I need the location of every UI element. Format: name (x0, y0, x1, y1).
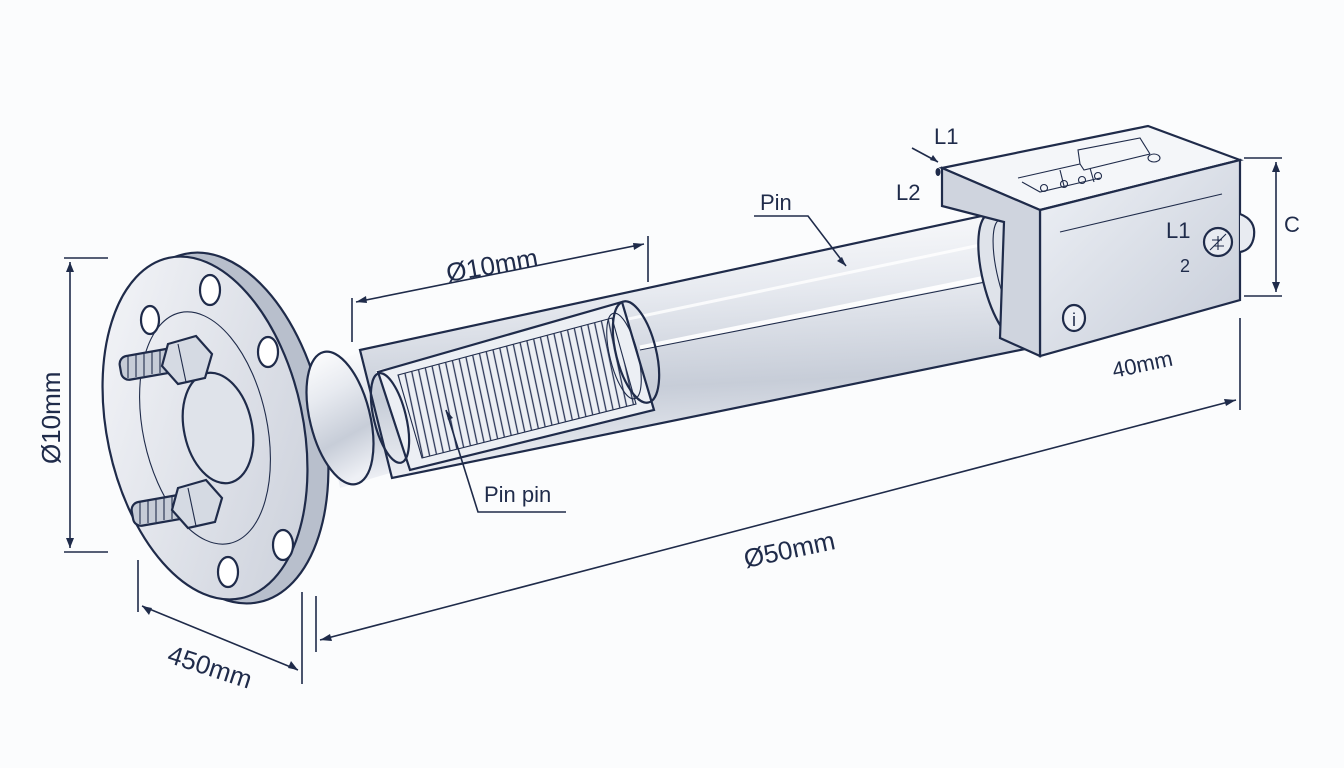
bolt-hole (198, 273, 222, 307)
c-label: C (1284, 212, 1300, 237)
wiring-schematic (1017, 137, 1161, 193)
head-length-label: 40mm (1110, 346, 1175, 383)
bolt-hole (216, 555, 240, 589)
l2-label: L2 (896, 180, 920, 205)
pin-label: Pin (760, 190, 792, 215)
stud-lower (130, 478, 224, 530)
bolt-hole (139, 304, 161, 336)
flange-diameter-label: Ø10mm (36, 372, 66, 464)
main-tube (305, 210, 1036, 488)
svg-text:i: i (1072, 310, 1076, 330)
terminal-head: i (938, 124, 1256, 358)
l1-side-label: L1 (1166, 218, 1190, 243)
info-icon: i (1061, 303, 1087, 333)
bolt-hole (256, 335, 280, 369)
stud-upper (118, 334, 214, 386)
side-two-label: 2 (1180, 256, 1190, 276)
pin-pin-label: Pin pin (484, 482, 551, 507)
ground-terminal-icon (1202, 226, 1234, 258)
tube-diameter-label: Ø10mm (444, 242, 540, 288)
overall-length-label: Ø50mm (741, 525, 838, 574)
dimension-lines (64, 147, 1282, 684)
bolt-hole (271, 528, 295, 562)
l1-top-label: L1 (934, 124, 958, 149)
